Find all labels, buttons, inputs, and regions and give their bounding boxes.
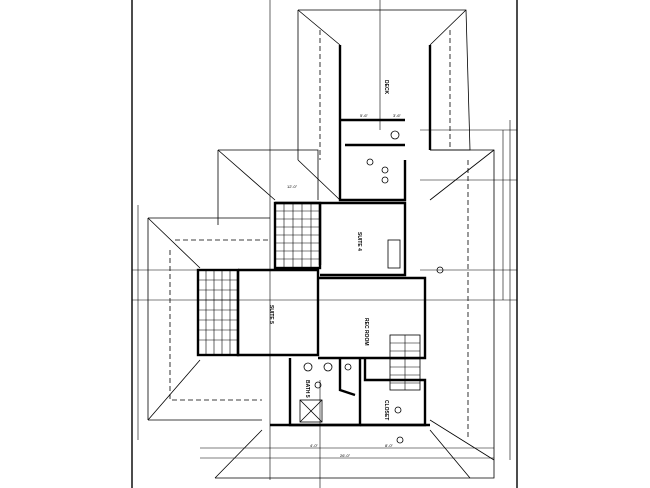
- room-label-rec-room: REC ROOM: [363, 318, 369, 346]
- walls: [196, 45, 432, 427]
- room-label-suite-4: SUITE 4: [356, 232, 362, 251]
- stairs: [389, 334, 421, 391]
- dimension-labels: 12'-0" 5'-6" 3'-6" 4'-0" 8'-0" 26'-0": [287, 113, 402, 458]
- dimension-label: 5'-6": [360, 113, 369, 118]
- room-label-suite-5: SUITE 5: [268, 305, 274, 324]
- patio-tiles: [198, 203, 320, 355]
- room-labels: DECK SUITE 4 SUITE 5 REC ROOM BATH 5 CLO…: [268, 80, 389, 420]
- room-label-bath-5: BATH 5: [304, 380, 310, 398]
- roof-outline: [147, 9, 495, 479]
- dimension-label: 4'-0": [310, 443, 319, 448]
- dimension-label: 8'-0": [385, 443, 394, 448]
- dimension-label: 12'-0": [287, 184, 298, 189]
- fixtures: [299, 130, 444, 444]
- room-label-deck: DECK: [383, 80, 389, 95]
- room-label-closet: CLOSET: [383, 400, 389, 420]
- dimension-label: 3'-6": [393, 113, 402, 118]
- sheet-border: [131, 0, 518, 488]
- dimension-label: 26'-0": [340, 453, 351, 458]
- dimension-lines: [132, 0, 517, 488]
